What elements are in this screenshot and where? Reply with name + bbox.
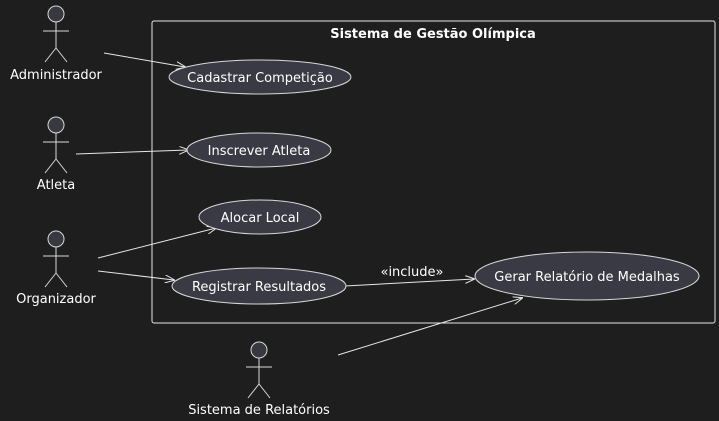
use-case-ellipse[interactable] — [198, 199, 322, 235]
use-case-label: Registrar Resultados — [192, 280, 326, 295]
use-case-ellipse[interactable] — [186, 132, 332, 168]
relation-sistema-relatorios-gerar-relatorio — [337, 298, 522, 356]
use-case-label: Inscrever Atleta — [208, 144, 311, 159]
use-case-label: Cadastrar Competição — [187, 71, 333, 86]
actor-label: Sistema de Relatórios — [188, 403, 330, 418]
actor-right-leg-icon — [55, 272, 68, 288]
relation-administrador-cadastrar-competicao — [103, 52, 185, 67]
actor-left-leg-icon — [44, 158, 57, 174]
use-case-ellipse[interactable] — [171, 267, 347, 305]
use-case-gerar-relatorio-medalhas[interactable]: Gerar Relatório de Medalhas — [474, 251, 700, 301]
relation-organizador-alocar-local — [97, 228, 216, 259]
actor-sistema-relatorios[interactable]: Sistema de Relatórios — [188, 341, 330, 418]
use-case-inscrever-atleta[interactable]: Inscrever Atleta — [186, 132, 332, 168]
actor-left-leg-icon — [247, 383, 260, 399]
actor-label: Atleta — [37, 178, 75, 193]
system-boundary: Sistema de Gestão Olímpica — [151, 20, 716, 324]
use-case-registrar-resultados[interactable]: Registrar Resultados — [171, 267, 347, 305]
relation-include-label: «include» — [380, 265, 443, 280]
relations-layer: «include» — [75, 52, 522, 356]
actor-label: Organizador — [16, 292, 96, 307]
actor-head-icon — [250, 341, 268, 359]
actor-head-icon — [47, 116, 65, 134]
actor-administrador[interactable]: Administrador — [10, 5, 103, 83]
system-boundary-frame — [151, 20, 716, 324]
actor-right-leg-icon — [55, 47, 68, 63]
use-case-label: Gerar Relatório de Medalhas — [494, 270, 680, 285]
use-case-ellipse[interactable] — [474, 251, 700, 301]
use-case-label: Alocar Local — [221, 211, 300, 226]
actor-label: Administrador — [10, 68, 102, 83]
actor-right-leg-icon — [55, 158, 68, 174]
use-case-alocar-local[interactable]: Alocar Local — [198, 199, 322, 235]
actor-left-leg-icon — [44, 272, 57, 288]
relation-include-gerar-relatorio — [344, 279, 474, 287]
relation-organizador-registrar-resultados — [97, 270, 174, 280]
actor-head-icon — [47, 230, 65, 248]
actor-left-leg-icon — [44, 47, 57, 63]
relation-atleta-inscrever-atleta — [75, 150, 188, 155]
actor-right-leg-icon — [258, 383, 271, 399]
system-boundary-title: Sistema de Gestão Olímpica — [330, 27, 536, 42]
actor-organizador[interactable]: Organizador — [16, 230, 97, 307]
actor-atleta[interactable]: Atleta — [37, 116, 75, 193]
use-case-ellipse[interactable] — [168, 59, 352, 95]
use-case-cadastrar-competicao[interactable]: Cadastrar Competição — [168, 59, 352, 95]
actor-head-icon — [47, 5, 65, 23]
